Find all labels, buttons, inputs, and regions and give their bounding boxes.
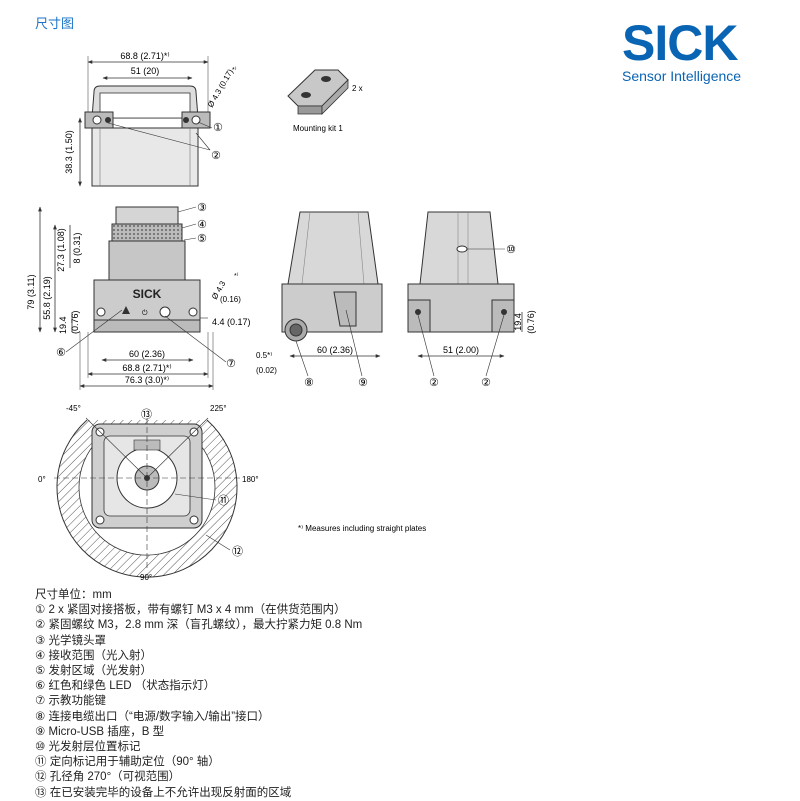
mounting-kit-qty: 2 x xyxy=(352,84,363,93)
front-dim-hole-sup: *⁾ xyxy=(234,272,239,280)
callout-2-rear-right: ② xyxy=(481,377,491,389)
side-dim-05: 0.5*⁾ xyxy=(256,351,272,360)
front-dim-55: 55.8 (2.19) xyxy=(42,276,52,320)
top-dim-hole-sup: *⁾ xyxy=(232,66,237,74)
front-button-mark: ⏻ xyxy=(142,309,148,317)
callout-10: ⑩ xyxy=(506,244,516,256)
legend-item-10: ⑩ 光发射层位置标记 xyxy=(35,741,141,754)
front-brand-mark: SICK xyxy=(133,287,162,301)
legend-item-2: ② 紧固螺纹 M3，2.8 mm 深（盲孔螺纹），最大拧紧力矩 0.8 Nm xyxy=(35,619,363,632)
legend-item-3: ③ 光学镜头罩 xyxy=(35,634,107,647)
side-dim-60: 60 (2.36) xyxy=(317,345,353,355)
rear-dim-076: (0.76) xyxy=(526,310,536,334)
mounting-kit-label: Mounting kit 1 xyxy=(293,124,343,133)
side-view: 60 (2.36) 0.5*⁾ (0.02) ⑧ ⑨ xyxy=(256,211,383,389)
angle-225: 225° xyxy=(210,404,227,413)
front-dim-27: 27.3 (1.08) xyxy=(56,228,66,272)
legend-item-6: ⑥ 红色和绿色 LED （状态指示灯） xyxy=(35,680,216,693)
callout-7: ⑦ xyxy=(226,358,236,370)
callout-9: ⑨ xyxy=(358,377,368,389)
legend-item-5: ⑤ 发射区域（光发射） xyxy=(35,665,153,678)
callout-5: ⑤ xyxy=(197,233,207,245)
legend-item-8: ⑧ 连接电缆出口（“电源/数字输入/输出”接口） xyxy=(35,710,270,723)
callout-4: ④ xyxy=(197,219,207,231)
angle-90: 90° xyxy=(140,573,152,582)
legend-item-12: ⑫ 孔径角 270°（可视范围） xyxy=(35,771,181,784)
logo-tagline: Sensor Intelligence xyxy=(622,68,742,84)
angle-0: 0° xyxy=(38,475,46,484)
legend-item-9: ⑨ Micro-USB 插座，B 型 xyxy=(35,725,165,738)
top-view: 68.8 (2.71)*⁾ 51 (20) 38.3 (1.50) Ø 4.3 … xyxy=(64,51,237,187)
legend-item-1: ① 2 x 紧固对接搭板，带有螺钉 M3 x 4 mm（在供货范围内） xyxy=(35,604,346,617)
callout-2: ② xyxy=(211,150,221,162)
legend-item-7: ⑦ 示教功能键 xyxy=(35,695,107,708)
front-dim-19-in: (0.76) xyxy=(70,310,80,334)
angle-minus45: -45° xyxy=(66,404,81,413)
legend-item-11: ⑪ 定向标记用于辅助定位（90° 轴） xyxy=(35,756,220,769)
callout-3: ③ xyxy=(197,202,207,214)
legend-item-4: ④ 接收范围（光入射） xyxy=(35,649,153,662)
front-dim-4-4: 4.4 (0.17) xyxy=(212,317,251,327)
callout-8: ⑧ xyxy=(304,377,314,389)
mounting-kit: 2 x Mounting kit 1 xyxy=(287,69,363,133)
callout-11: ⑪ xyxy=(218,494,229,507)
top-dim-overall: 68.8 (2.71)*⁾ xyxy=(120,51,169,61)
rear-dim-19: 19.4 xyxy=(513,313,523,331)
front-dim-60: 60 (2.36) xyxy=(129,349,165,359)
front-dim-76: 76.3 (3.0)*⁾ xyxy=(125,375,169,385)
page-title: 尺寸图 xyxy=(35,16,75,31)
sick-logo: SICK Sensor Intelligence xyxy=(622,15,772,84)
rear-view: 51 (2.00) 19.4 (0.76) ⑩ ② ② xyxy=(407,211,536,389)
front-dim-19: 19.4 xyxy=(58,316,68,334)
side-dim-002: (0.02) xyxy=(256,366,277,375)
front-dim-8: 8 (0.31) xyxy=(72,232,82,263)
rear-dim-51: 51 (2.00) xyxy=(443,345,479,355)
front-dim-79: 79 (3.11) xyxy=(26,274,36,309)
top-dim-height: 38.3 (1.50) xyxy=(64,130,74,174)
legend-item-13: ⑬ 在已安装完毕的设备上不允许出现反射面的区域 xyxy=(35,786,292,799)
front-dim-68: 68.8 (2.71)*⁾ xyxy=(122,363,171,373)
footnote: *⁾ Measures including straight plates xyxy=(298,524,426,533)
callout-1: ① xyxy=(213,122,223,134)
top-dim-hole: Ø 4.3 (0.17) xyxy=(206,67,235,109)
legend: 尺寸单位：mm ① 2 x 紧固对接搭板，带有螺钉 M3 x 4 mm（在供货范… xyxy=(35,588,362,801)
bottom-view: -45° 225° 0° 180° 90° ⑬ ⑪ ⑫ xyxy=(38,404,259,582)
callout-13: ⑬ xyxy=(141,408,152,421)
legend-units: 尺寸单位：mm xyxy=(35,589,112,601)
front-dim-hole-in: (0.16) xyxy=(220,295,241,304)
front-view: SICK ⏻ 79 (3.11) 55.8 (2.19) 27.3 (1.08)… xyxy=(26,202,251,390)
callout-12: ⑫ xyxy=(232,545,243,558)
angle-180: 180° xyxy=(242,475,259,484)
callout-2-rear-left: ② xyxy=(429,377,439,389)
logo-wordmark: SICK xyxy=(622,15,738,71)
top-dim-inner: 51 (20) xyxy=(131,66,160,76)
callout-6: ⑥ xyxy=(56,347,66,359)
